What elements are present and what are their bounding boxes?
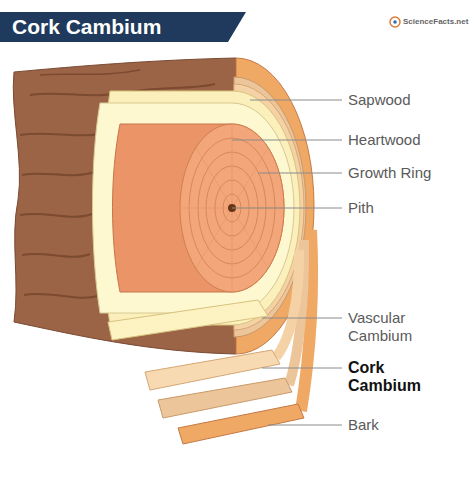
part-label: Sapwood	[348, 91, 468, 109]
vascular-cambium-strip	[108, 300, 268, 340]
title-banner	[0, 12, 246, 42]
leader-line	[262, 368, 342, 369]
leader-line	[268, 425, 342, 426]
logo-ring	[390, 17, 400, 27]
bark-texture	[40, 70, 140, 75]
bark-texture	[22, 254, 90, 257]
bark-texture	[20, 214, 92, 217]
cork-cambium-peel	[276, 250, 299, 357]
diagram-title: Cork Cambium	[12, 15, 161, 39]
leader-line	[250, 100, 342, 101]
leader-line	[232, 208, 342, 209]
part-label: Vascular Cambium	[348, 309, 428, 345]
logo-dot	[393, 20, 397, 24]
bark-texture	[22, 172, 95, 175]
part-label: Growth Ring	[348, 164, 468, 182]
part-label: Heartwood	[348, 131, 468, 149]
part-label: Bark	[348, 416, 468, 434]
leader-line	[232, 140, 342, 141]
watermark: ScienceFacts.net	[403, 17, 473, 27]
highlighted-label: Cork Cambium	[348, 359, 428, 395]
leader-line	[262, 318, 342, 319]
bark-strip	[178, 404, 304, 444]
bark-texture	[24, 294, 98, 298]
leader-line	[258, 173, 342, 174]
part-label: Pith	[348, 199, 468, 217]
